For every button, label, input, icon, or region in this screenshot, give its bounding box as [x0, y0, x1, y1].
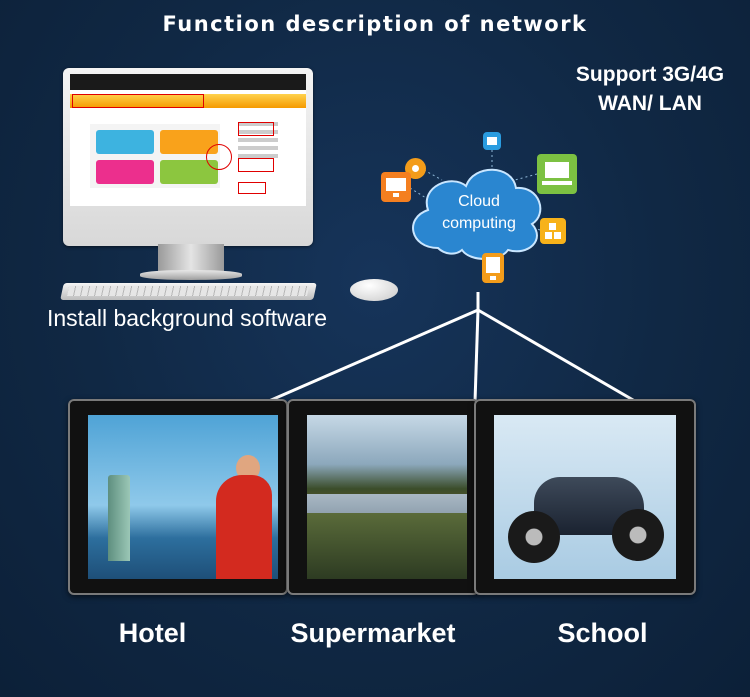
monitor-base [140, 270, 242, 280]
cloud-shape [412, 168, 542, 260]
cloud: Cloud computing [408, 158, 550, 256]
monitor-icon [381, 172, 411, 202]
cubes-icon [540, 218, 566, 244]
hotel-display-image [88, 415, 278, 579]
phone-icon [482, 253, 504, 283]
install-label: Install background software [47, 305, 327, 331]
motorcycle-image [508, 447, 664, 565]
line-to-school [477, 308, 641, 406]
monitor-stand [158, 244, 224, 274]
software-panel [90, 124, 220, 188]
school-display-image [494, 415, 676, 579]
support-text: Support 3G/4G WAN/ LAN [560, 60, 740, 118]
line-to-hotel [261, 308, 479, 406]
label-supermarket: Supermarket [290, 618, 456, 648]
label-school: School [557, 618, 648, 648]
cloud-label-2: computing [442, 215, 516, 232]
mail-icon [483, 132, 501, 150]
nav-highlight [72, 94, 204, 108]
sidebar-box-1 [238, 122, 274, 136]
sidebar-box-3 [238, 182, 266, 194]
mouse [350, 279, 398, 301]
highlight-circle [206, 144, 232, 170]
laptop-icon [537, 154, 577, 194]
tile-pink [96, 160, 154, 184]
software-header [70, 74, 306, 90]
page-title: Function description of network [162, 12, 588, 36]
software-sidebar [238, 118, 298, 198]
school-display [474, 399, 696, 595]
support-line-2: WAN/ LAN [598, 92, 702, 115]
tile-blue [96, 130, 154, 154]
supermarket-display [287, 399, 479, 595]
line-to-supermarket [473, 309, 480, 403]
sidebar-box-2 [238, 158, 274, 172]
tourist-photo [216, 475, 272, 579]
hotel-display [68, 399, 288, 595]
software-nav [70, 94, 306, 108]
support-line-1: Support 3G/4G [575, 63, 725, 86]
cloud-label-1: Cloud [458, 193, 500, 210]
label-hotel: Hotel [118, 618, 187, 648]
statue-of-liberty [108, 475, 130, 561]
monitor-screen [70, 74, 306, 206]
supermarket-display-image [307, 415, 467, 579]
